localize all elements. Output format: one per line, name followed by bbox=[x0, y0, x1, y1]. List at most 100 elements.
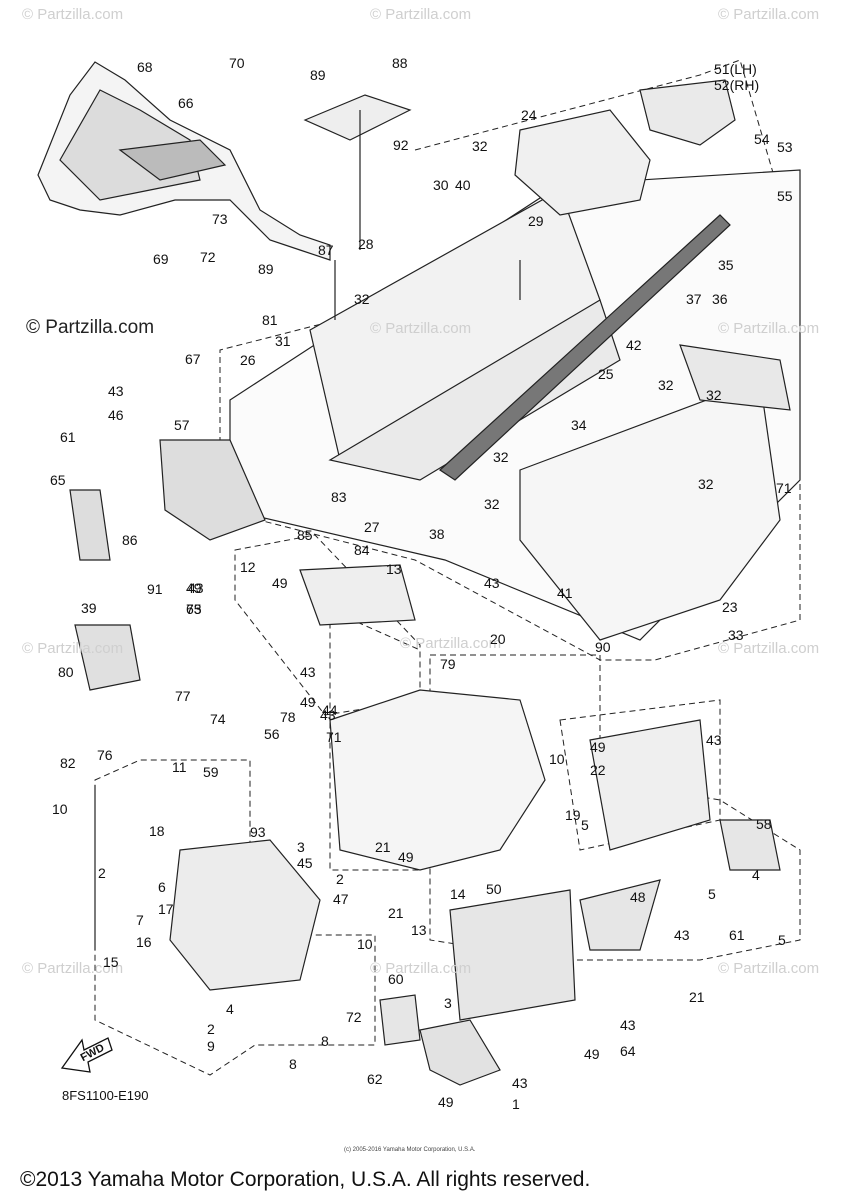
callout: 8 bbox=[289, 1056, 297, 1072]
callout: 32 bbox=[658, 377, 674, 393]
callout: 44 bbox=[322, 702, 338, 718]
callout: 22 bbox=[590, 762, 606, 778]
callout: 43 bbox=[188, 580, 204, 596]
callout: 42 bbox=[626, 337, 642, 353]
callout: 50 bbox=[486, 881, 502, 897]
watermark: © Partzilla.com bbox=[22, 960, 124, 977]
callout: 4 bbox=[752, 867, 760, 883]
callout: 93 bbox=[250, 824, 266, 840]
callout: 81 bbox=[262, 312, 278, 328]
callout: 28 bbox=[358, 236, 374, 252]
callout: 38 bbox=[429, 526, 445, 542]
callout: 84 bbox=[354, 542, 370, 558]
callout: 40 bbox=[455, 177, 471, 193]
callout: 5 bbox=[708, 886, 716, 902]
callout: 52(RH) bbox=[714, 77, 760, 93]
callout: 80 bbox=[58, 664, 74, 680]
callout: 21 bbox=[375, 839, 391, 855]
callout: 32 bbox=[706, 387, 722, 403]
callout: 60 bbox=[388, 971, 404, 987]
callout: 59 bbox=[203, 764, 219, 780]
callout: 72 bbox=[346, 1009, 362, 1025]
callout: 32 bbox=[354, 291, 370, 307]
callout: 41 bbox=[557, 585, 573, 601]
callout: 9 bbox=[207, 1038, 215, 1054]
callout: 51(LH) bbox=[714, 61, 757, 77]
watermark: © Partzilla.com bbox=[718, 960, 820, 977]
callout: 43 bbox=[620, 1017, 636, 1033]
callout: 72 bbox=[200, 249, 216, 265]
callout: 79 bbox=[440, 656, 456, 672]
callout: 73 bbox=[212, 211, 228, 227]
callout: 78 bbox=[280, 709, 296, 725]
callout: 2 bbox=[207, 1021, 215, 1037]
callout: 33 bbox=[728, 627, 744, 643]
callout: 1 bbox=[512, 1096, 520, 1112]
callout: 24 bbox=[521, 107, 537, 123]
callout: 86 bbox=[122, 532, 138, 548]
callout: 53 bbox=[777, 139, 793, 155]
callout: 10 bbox=[52, 801, 68, 817]
callout: 74 bbox=[210, 711, 226, 727]
callout: 82 bbox=[60, 755, 76, 771]
callout: 32 bbox=[472, 138, 488, 154]
callout: 21 bbox=[689, 989, 705, 1005]
callout: 48 bbox=[630, 889, 646, 905]
callout: 10 bbox=[549, 751, 565, 767]
callout: 58 bbox=[756, 816, 772, 832]
callout: 12 bbox=[240, 559, 256, 575]
callout: 5 bbox=[581, 817, 589, 833]
callout: 71 bbox=[776, 480, 792, 496]
callout: 21 bbox=[388, 905, 404, 921]
callout: 25 bbox=[598, 366, 614, 382]
callout: 31 bbox=[275, 333, 291, 349]
callout: 92 bbox=[393, 137, 409, 153]
watermark: © Partzilla.com bbox=[400, 635, 502, 652]
callout: 32 bbox=[698, 476, 714, 492]
callout: 62 bbox=[367, 1071, 383, 1087]
callout: 23 bbox=[722, 599, 738, 615]
callout: 49 bbox=[398, 849, 414, 865]
callout: 75 bbox=[186, 601, 202, 617]
callout: 66 bbox=[178, 95, 194, 111]
callout: 32 bbox=[493, 449, 509, 465]
callout: 46 bbox=[108, 407, 124, 423]
callout: 49 bbox=[186, 580, 202, 596]
copyright-footer: ©2013 Yamaha Motor Corporation, U.S.A. A… bbox=[20, 1168, 591, 1191]
callout: 43 bbox=[706, 732, 722, 748]
callout: 20 bbox=[490, 631, 506, 647]
callout: 8 bbox=[321, 1033, 329, 1049]
callout: 55 bbox=[777, 188, 793, 204]
callout: 3 bbox=[297, 839, 305, 855]
callout: 89 bbox=[310, 67, 326, 83]
callout: 43 bbox=[674, 927, 690, 943]
watermark: © Partzilla.com bbox=[370, 320, 472, 337]
callout: 43 bbox=[108, 383, 124, 399]
callout: 17 bbox=[158, 901, 174, 917]
callout: 6 bbox=[158, 879, 166, 895]
callout: 49 bbox=[590, 739, 606, 755]
callout: 54 bbox=[754, 131, 770, 147]
watermark: © Partzilla.com bbox=[718, 320, 820, 337]
fwd-arrow-icon bbox=[60, 1037, 113, 1073]
callout: 61 bbox=[729, 927, 745, 943]
callout: 3 bbox=[444, 995, 452, 1011]
callout: 29 bbox=[528, 213, 544, 229]
callout: 14 bbox=[450, 886, 466, 902]
callout: 43 bbox=[484, 575, 500, 591]
callout: 87 bbox=[318, 242, 334, 258]
callout: 35 bbox=[718, 257, 734, 273]
callout: 65 bbox=[50, 472, 66, 488]
callout: 15 bbox=[103, 954, 119, 970]
callout: 32 bbox=[484, 496, 500, 512]
callout: 69 bbox=[153, 251, 169, 267]
callout: 68 bbox=[137, 59, 153, 75]
callout: 43 bbox=[300, 664, 316, 680]
callout: 67 bbox=[185, 351, 201, 367]
callout: 90 bbox=[595, 639, 611, 655]
callout: 37 bbox=[686, 291, 702, 307]
watermark: © Partzilla.com bbox=[718, 640, 820, 657]
callout: 34 bbox=[571, 417, 587, 433]
watermark: © Partzilla.com bbox=[370, 6, 472, 23]
